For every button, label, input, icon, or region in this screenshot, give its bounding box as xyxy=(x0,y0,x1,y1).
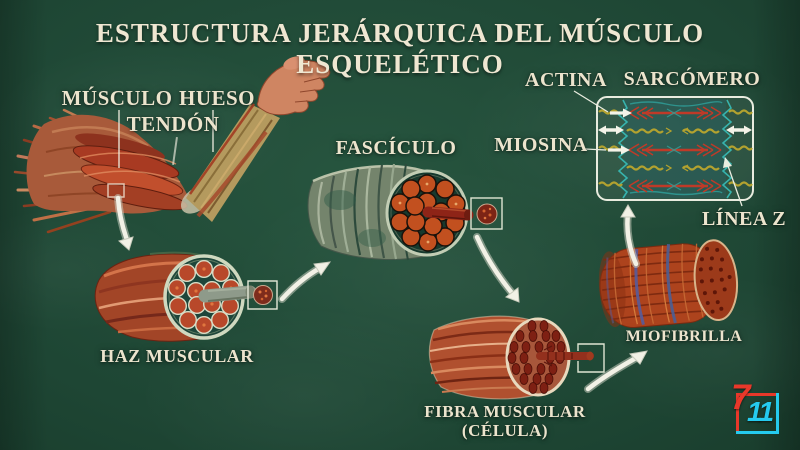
muscle-bundle-illustration xyxy=(94,251,278,342)
flow-arrow-arm-to-haz xyxy=(114,194,134,251)
pointer-actina xyxy=(573,90,632,118)
pointer-linea-z xyxy=(723,157,743,207)
logo-eleven: 11 xyxy=(747,396,774,427)
page-title: ESTRUCTURA JERÁRQUICA DEL MÚSCULO ESQUEL… xyxy=(95,18,705,79)
arm-illustration xyxy=(13,56,331,234)
zoom-box-fascicle xyxy=(470,197,503,230)
label-miosina: MIOSINA xyxy=(494,134,588,156)
zoom-box-fiber xyxy=(577,343,605,373)
fascicle-illustration xyxy=(307,163,503,261)
flow-arrow-fasciculo-to-fibra xyxy=(473,233,520,303)
label-tendon: TENDÓN xyxy=(126,112,220,136)
z-line-right xyxy=(721,99,733,199)
myofibril-illustration xyxy=(598,239,739,328)
pointer-line-musculo xyxy=(118,110,120,168)
label-hueso: HUESO xyxy=(178,86,256,110)
sarcomere-diagram xyxy=(573,90,754,207)
label-fibra-muscular: FIBRA MUSCULAR xyxy=(424,402,586,421)
muscle-fiber-illustration xyxy=(428,315,605,400)
watermark-logo: 7 11 xyxy=(730,378,792,442)
label-fibra-muscular-sub: (CÉLULA) xyxy=(461,421,549,440)
label-musculo: MÚSCULO xyxy=(61,86,173,110)
flow-arrow-fibra-to-miofibrilla xyxy=(584,350,648,393)
logo-square-red xyxy=(736,393,779,434)
pointer-miosina xyxy=(584,145,630,155)
label-miofibrilla: MIOFIBRILLA xyxy=(625,328,743,345)
logo-square-cyan xyxy=(736,393,779,434)
pointer-line-hueso xyxy=(212,110,214,152)
logo-seven: 7 xyxy=(731,378,751,417)
label-sarcomero: SARCÓMERO xyxy=(623,68,761,90)
flow-arrow-miofibrilla-to-sarcomero xyxy=(620,204,640,268)
label-haz-muscular: HAZ MUSCULAR xyxy=(100,346,254,366)
flow-arrow-haz-to-fasciculo xyxy=(278,261,332,303)
label-linea-z: LÍNEA Z xyxy=(701,208,787,230)
label-actina: ACTINA xyxy=(525,69,607,91)
label-fasciculo: FASCÍCULO xyxy=(335,137,457,159)
zoom-box-haz xyxy=(247,280,278,310)
